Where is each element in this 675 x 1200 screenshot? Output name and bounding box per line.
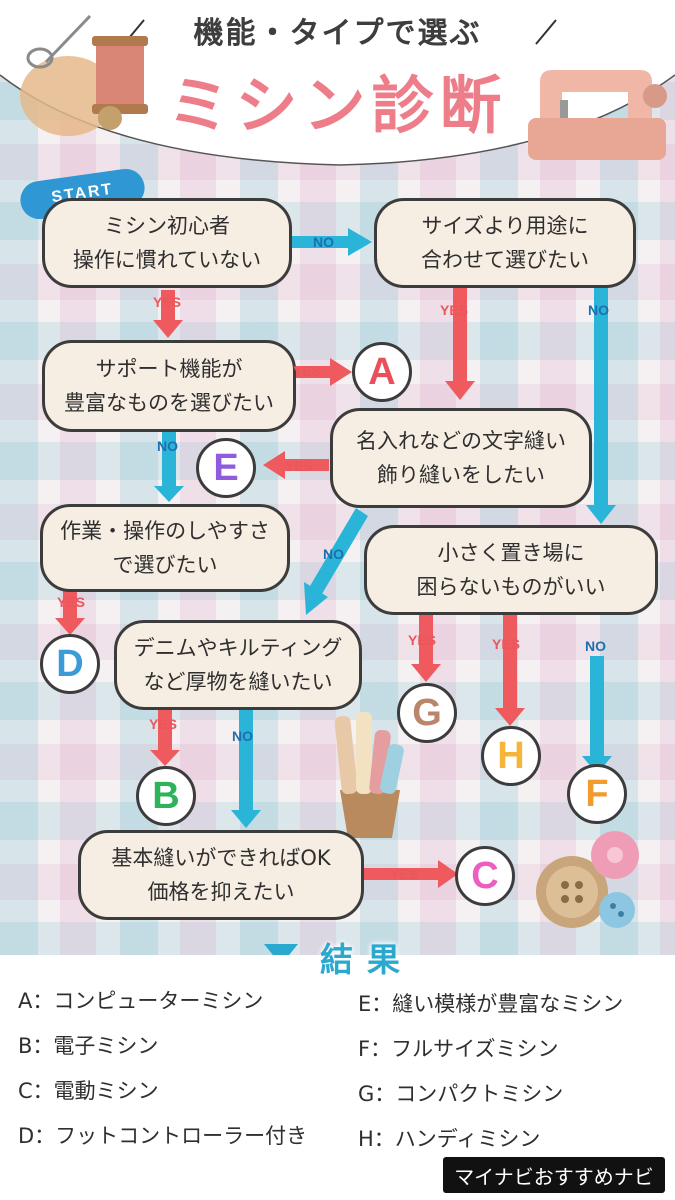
node-purpose: サイズより用途に 合わせて選びたい — [374, 198, 636, 288]
label-yes-q8: YES — [390, 866, 419, 882]
node-heavy-fabric-text: デニムやキルティング など厚物を縫いたい — [133, 636, 343, 694]
label-yes-q4: YES — [285, 458, 314, 474]
node-heavy-fabric: デニムやキルティング など厚物を縫いたい — [114, 620, 362, 710]
label-yes-q7: YES — [149, 716, 178, 732]
label-no-q1: NO — [313, 234, 334, 250]
node-beginner-text: ミシン初心者 操作に慣れていない — [72, 214, 262, 272]
node-ease-of-use-text: 作業・操作のしやすさ で選びたい — [60, 519, 270, 577]
credit-badge: マイナビおすすめナビ — [443, 1157, 665, 1193]
result-e: E：縫い模様が豊富なミシン — [358, 992, 624, 1016]
label-yes-q6-h: YES — [492, 636, 521, 652]
header-deco-slash-right — [535, 19, 557, 45]
result-g: G：コンパクトミシン — [358, 1082, 564, 1106]
outcome-a: A — [352, 342, 412, 402]
label-yes-q6-g: YES — [408, 632, 437, 648]
flow-arrows — [55, 228, 616, 888]
outcome-c: C — [455, 846, 515, 906]
sewing-machine-icon — [528, 70, 667, 160]
label-yes-q3: YES — [293, 363, 322, 379]
label-no-q6: NO — [585, 638, 606, 654]
label-yes-q1: YES — [153, 294, 182, 310]
node-lettering-text: 名入れなどの文字縫い 飾り縫いをしたい — [356, 429, 566, 487]
sewing-tools-icon — [20, 14, 148, 136]
label-no-q7: NO — [232, 728, 253, 744]
header-arc-panel — [0, 0, 675, 165]
result-f: F：フルサイズミシン — [358, 1037, 559, 1061]
node-basic-budget-text: 基本縫いができればOK 価格を抑えたい — [111, 846, 331, 904]
label-yes-q2: YES — [440, 302, 469, 318]
node-compact-text: 小さく置き場に 困らないものがいい — [416, 541, 606, 599]
result-d: D：フットコントローラー付き — [18, 1124, 308, 1148]
result-h: H：ハンディミシン — [358, 1127, 541, 1151]
outcome-h: H — [481, 726, 541, 786]
node-support: サポート機能が 豊富なものを選びたい — [42, 340, 296, 432]
header-subtitle: 機能・タイプで選ぶ — [193, 16, 482, 51]
node-support-text: サポート機能が 豊富なものを選びたい — [64, 357, 274, 415]
outcome-g: G — [397, 683, 457, 743]
label-yes-q5: YES — [57, 594, 86, 610]
fabric-rolls-icon — [334, 712, 404, 838]
label-no-q3: NO — [157, 438, 178, 454]
label-no-q2: NO — [588, 302, 609, 318]
buttons-icon — [536, 831, 639, 928]
node-beginner: ミシン初心者 操作に慣れていない — [42, 198, 292, 288]
outcome-e: E — [196, 438, 256, 498]
label-no-q4: NO — [323, 546, 344, 562]
outcome-b: B — [136, 766, 196, 826]
results-title: 結果 — [320, 940, 414, 979]
outcome-f: F — [567, 764, 627, 824]
node-compact: 小さく置き場に 困らないものがいい — [364, 525, 658, 615]
result-b: B：電子ミシン — [18, 1034, 159, 1058]
result-c: C：電動ミシン — [18, 1079, 159, 1103]
outcome-d: D — [40, 634, 100, 694]
node-ease-of-use: 作業・操作のしやすさ で選びたい — [40, 504, 290, 592]
node-lettering: 名入れなどの文字縫い 飾り縫いをしたい — [330, 408, 592, 508]
node-purpose-text: サイズより用途に 合わせて選びたい — [421, 214, 589, 272]
node-basic-budget: 基本縫いができればOK 価格を抑えたい — [78, 830, 364, 920]
results-triangle-icon — [264, 944, 298, 965]
page-title: ミシン診断 — [167, 69, 508, 142]
result-a: A：コンピューターミシン — [18, 989, 264, 1013]
